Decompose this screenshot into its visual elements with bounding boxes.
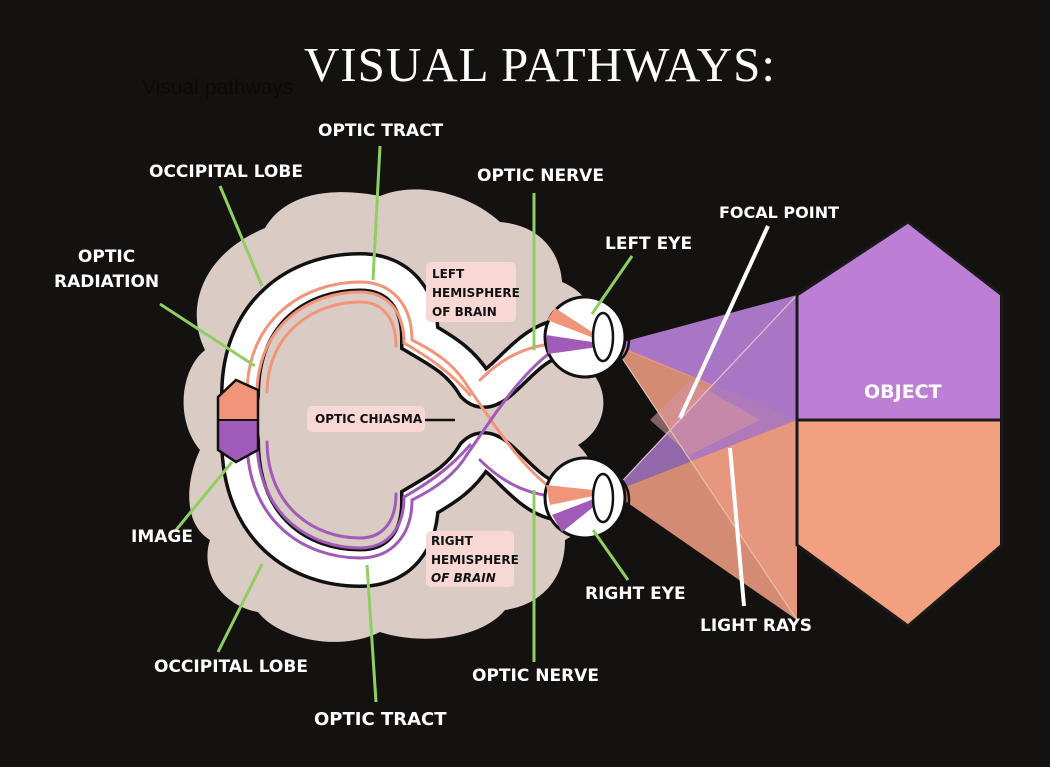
- leader-occipital-lobe-bottom: [216, 563, 264, 653]
- label-right-hemisphere: RIGHT HEMISPHERE: [431, 534, 519, 567]
- label-right-hemisphere-of-brain: OF BRAIN: [431, 571, 496, 585]
- object-bottom-half: [797, 420, 1000, 625]
- object-top-half: [797, 222, 1000, 420]
- object-outline: [795, 220, 1004, 628]
- leader-right-eye: [591, 529, 630, 581]
- image-top-half: [218, 380, 258, 420]
- right-eye: [543, 456, 631, 540]
- label-right-eye: RIGHT EYE: [585, 584, 686, 604]
- image-outline: [216, 378, 260, 464]
- upper-tract-fill: [223, 255, 577, 412]
- purple-fiber-3: [265, 440, 398, 540]
- label-light-rays: LIGHT RAYS: [700, 616, 813, 636]
- label-occipital-lobe-bottom: OCCIPITAL LOBE: [154, 657, 308, 677]
- label-object: OBJECT: [864, 381, 942, 403]
- left-hemisphere-box: [426, 262, 516, 322]
- salmon-fiber-3: [265, 300, 398, 394]
- leader-image: [174, 461, 234, 531]
- leader-optic-tract-bottom: [365, 564, 378, 703]
- light-rays: [611, 294, 798, 621]
- optic-pathways: [220, 251, 580, 589]
- label-optic-nerve-bottom: OPTIC NERVE: [472, 666, 599, 686]
- object-hexagon: [795, 220, 1004, 628]
- left-eye: [543, 295, 631, 379]
- label-optic-radiation: OPTIC RADIATION: [54, 247, 160, 292]
- right-hemisphere-box: [426, 531, 514, 587]
- ray-line-a: [611, 294, 798, 493]
- page-title: VISUAL PATHWAYS:: [303, 37, 777, 92]
- focal-overlap: [650, 380, 760, 455]
- ray-bottom-right-salmon: [612, 420, 797, 620]
- leader-optic-tract-top: [371, 145, 382, 281]
- ray-line-b: [611, 342, 798, 621]
- leader-lines: [159, 145, 634, 703]
- purple-fiber-1: [245, 344, 562, 560]
- label-left-hemisphere: LEFT HEMISPHERE OF BRAIN: [432, 267, 520, 319]
- optic-chiasma-box: [307, 406, 425, 432]
- label-optic-nerve-top: OPTIC NERVE: [477, 166, 604, 186]
- label-optic-tract-bottom: OPTIC TRACT: [314, 709, 447, 730]
- salmon-fiber-2: [255, 290, 472, 397]
- label-optic-chiasma: OPTIC CHIASMA: [315, 412, 423, 426]
- page-subtitle: Visual pathways: [142, 76, 294, 99]
- leader-light-rays: [728, 447, 746, 607]
- label-optic-tract-top: OPTIC TRACT: [318, 121, 444, 141]
- lower-tract-fill: [223, 423, 577, 585]
- leader-occipital-lobe-top: [218, 185, 264, 287]
- label-occipital-lobe-top: OCCIPITAL LOBE: [149, 162, 303, 182]
- leader-focal-point: [678, 225, 770, 419]
- leader-optic-radiation: [159, 302, 256, 368]
- purple-fiber-2: [255, 440, 472, 550]
- label-focal-point: FOCAL POINT: [719, 203, 840, 222]
- label-left-eye: LEFT EYE: [605, 234, 693, 254]
- label-image: IMAGE: [131, 527, 193, 547]
- leader-left-eye: [590, 255, 634, 315]
- salmon-fiber-1: [245, 280, 562, 496]
- image-bottom-half: [218, 420, 258, 462]
- image-hexagon: [216, 378, 260, 464]
